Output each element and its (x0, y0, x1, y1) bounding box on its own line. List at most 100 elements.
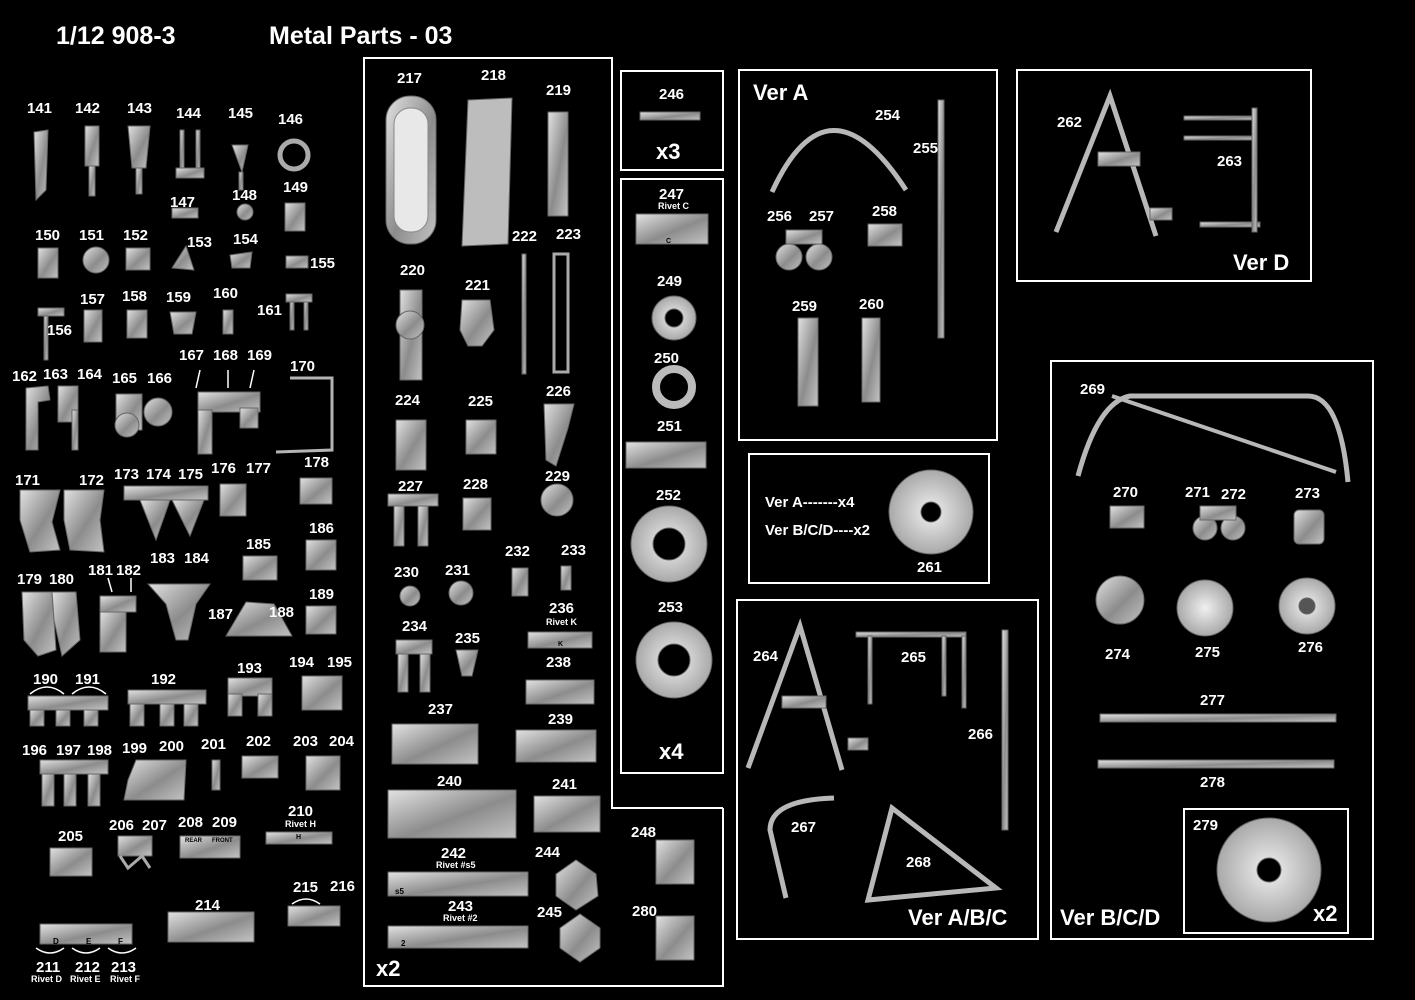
part-label-161: 161 (257, 302, 283, 319)
sheet-title: Metal Parts - 03 (269, 22, 453, 50)
part-label-256: 256 (767, 208, 793, 225)
part-label-162: 162 (12, 368, 38, 385)
qty-x3: x3 (656, 139, 681, 164)
part-label-187: 187 (208, 606, 234, 623)
part-label-147: 147 (170, 194, 196, 211)
part-label-141: 141 (27, 100, 53, 117)
part-label-238: 238 (546, 654, 572, 671)
part-label-188: 188 (269, 604, 295, 621)
part-label-166: 166 (147, 370, 173, 387)
wheel-note-ver-a: Ver A-------x4 (765, 494, 855, 511)
part-label-268: 268 (906, 854, 932, 871)
rivet-k-label: Rivet K (546, 617, 578, 627)
part-label-194: 194 (289, 654, 315, 671)
part-label-157: 157 (80, 291, 106, 308)
ver-a-title: Ver A (753, 80, 809, 105)
part-label-244: 244 (535, 844, 561, 861)
part-label-230: 230 (394, 564, 420, 581)
part-label-270: 270 (1113, 484, 1139, 501)
part-label-217: 217 (397, 70, 423, 87)
box-246 (620, 70, 724, 171)
part-label-259: 259 (792, 298, 818, 315)
qty-x2-middle: x2 (376, 956, 401, 981)
sprue-mark-h: H (296, 834, 302, 841)
part-label-181: 181 (88, 562, 114, 579)
part-label-144: 144 (176, 105, 202, 122)
part-label-252: 252 (656, 487, 682, 504)
rivet-d-label: Rivet D (31, 974, 63, 984)
part-label-173: 173 (114, 466, 140, 483)
part-label-164: 164 (77, 366, 103, 383)
part-label-232: 232 (505, 543, 531, 560)
sprue-mark-rear: REAR (185, 838, 203, 844)
part-label-250: 250 (654, 350, 680, 367)
part-label-197: 197 (56, 742, 82, 759)
part-label-224: 224 (395, 392, 421, 409)
part-label-205: 205 (58, 828, 84, 845)
part-label-235: 235 (455, 630, 481, 647)
sprue-mark-s5: s5 (395, 887, 404, 896)
part-label-172: 172 (79, 472, 105, 489)
part-label-152: 152 (123, 227, 149, 244)
part-label-179: 179 (17, 571, 43, 588)
part-label-206: 206 (109, 817, 135, 834)
part-label-218: 218 (481, 67, 507, 84)
part-label-178: 178 (304, 454, 330, 471)
rivet-f-label: Rivet F (110, 974, 141, 984)
part-label-148: 148 (232, 187, 258, 204)
part-label-271: 271 (1185, 484, 1211, 501)
part-label-266: 266 (968, 726, 994, 743)
part-label-274: 274 (1105, 646, 1131, 663)
rivet-2-label: Rivet #2 (443, 913, 478, 923)
part-label-264: 264 (753, 648, 779, 665)
box-ver-abc (736, 599, 1039, 940)
part-label-199: 199 (122, 740, 148, 757)
part-label-169: 169 (247, 347, 273, 364)
part-label-183: 183 (150, 550, 176, 567)
part-label-156: 156 (47, 322, 73, 339)
part-label-203: 203 (293, 733, 319, 750)
part-label-255: 255 (913, 140, 939, 157)
part-label-204: 204 (329, 733, 355, 750)
part-label-243: 243 (448, 898, 474, 915)
part-label-231: 231 (445, 562, 471, 579)
part-label-263: 263 (1217, 153, 1243, 170)
part-label-215: 215 (293, 879, 319, 896)
part-label-165: 165 (112, 370, 138, 387)
part-label-233: 233 (561, 542, 587, 559)
part-label-153: 153 (187, 234, 213, 251)
part-label-276: 276 (1298, 639, 1324, 656)
part-label-154: 154 (233, 231, 259, 248)
kit-scale-title: 1/12 908-3 (56, 22, 176, 50)
part-label-159: 159 (166, 289, 192, 306)
part-label-246: 246 (659, 86, 685, 103)
box-ver-d (1016, 69, 1312, 282)
part-label-216: 216 (330, 878, 356, 895)
part-label-214: 214 (195, 897, 221, 914)
part-label-219: 219 (546, 82, 572, 99)
part-label-168: 168 (213, 347, 239, 364)
part-label-155: 155 (310, 255, 336, 272)
part-label-262: 262 (1057, 114, 1083, 131)
part-label-228: 228 (463, 476, 489, 493)
rivet-e-label: Rivet E (70, 974, 101, 984)
part-label-242: 242 (441, 845, 467, 862)
rivet-s5-label: Rivet #s5 (436, 860, 476, 870)
part-label-226: 226 (546, 383, 572, 400)
part-label-175: 175 (178, 466, 204, 483)
part-label-208: 208 (178, 814, 204, 831)
part-label-176: 176 (211, 460, 237, 477)
part-label-229: 229 (545, 468, 571, 485)
part-label-278: 278 (1200, 774, 1226, 791)
part-label-239: 239 (548, 711, 574, 728)
part-label-143: 143 (127, 100, 153, 117)
middle-panel-lower (363, 808, 724, 987)
box-ver-a (738, 69, 998, 441)
sprue-mark-e: E (86, 937, 92, 946)
part-label-248: 248 (631, 824, 657, 841)
part-label-171: 171 (15, 472, 41, 489)
part-label-223: 223 (556, 226, 582, 243)
part-label-151: 151 (79, 227, 105, 244)
part-label-182: 182 (116, 562, 142, 579)
